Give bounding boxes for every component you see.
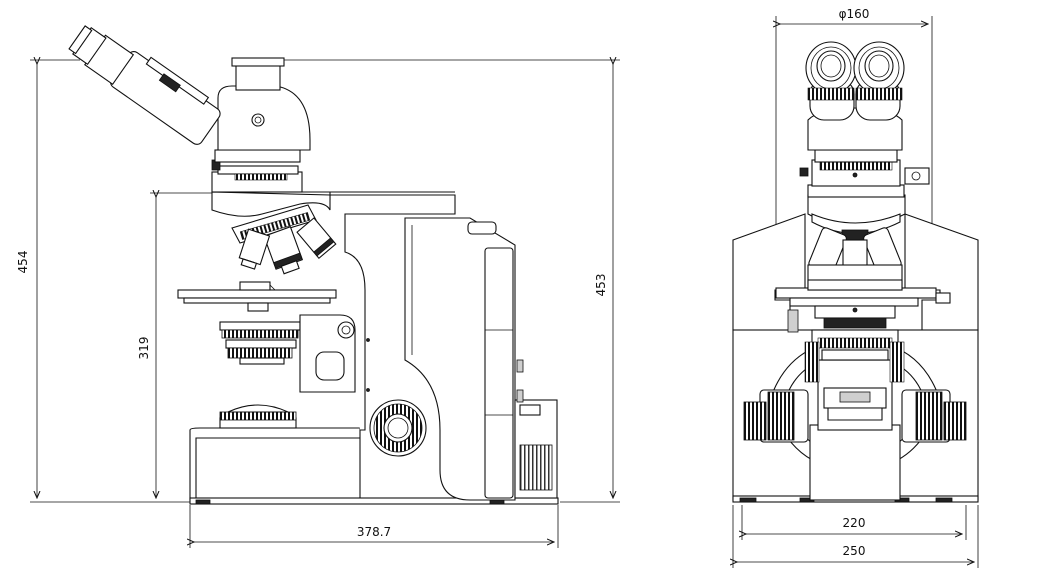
front-view: φ160 220 250	[733, 7, 979, 568]
front-focus-knob-right	[901, 389, 967, 443]
dimension-outer-width: 250	[733, 505, 979, 568]
side-arm	[215, 191, 558, 501]
side-stage	[177, 281, 337, 312]
dimension-total-height: 454	[16, 60, 195, 503]
dimension-label-453: 453	[594, 274, 608, 297]
side-nosepiece	[211, 191, 337, 275]
dimension-label-250: 250	[843, 544, 866, 558]
dimension-label-220: 220	[843, 516, 866, 530]
dimension-label-454: 454	[16, 251, 30, 274]
front-eyepiece-left	[805, 41, 857, 121]
dimension-stage-height: 319	[137, 193, 215, 498]
side-view: 454 319 453 378.7	[16, 25, 620, 548]
dimension-label-phi160: φ160	[839, 7, 870, 21]
dimension-inner-width: 220	[742, 505, 967, 540]
dimension-right-height: 453	[265, 60, 620, 503]
dimension-label-319: 319	[137, 337, 151, 360]
side-base	[189, 404, 559, 505]
front-focus-knob-left	[743, 389, 809, 443]
dimension-base-width: 378.7	[190, 505, 559, 548]
dimension-label-378-7: 378.7	[357, 525, 391, 539]
front-eyepiece-right	[853, 41, 905, 121]
dimension-head-width: φ160	[776, 7, 933, 235]
side-condenser	[219, 314, 356, 393]
side-head	[68, 25, 311, 193]
